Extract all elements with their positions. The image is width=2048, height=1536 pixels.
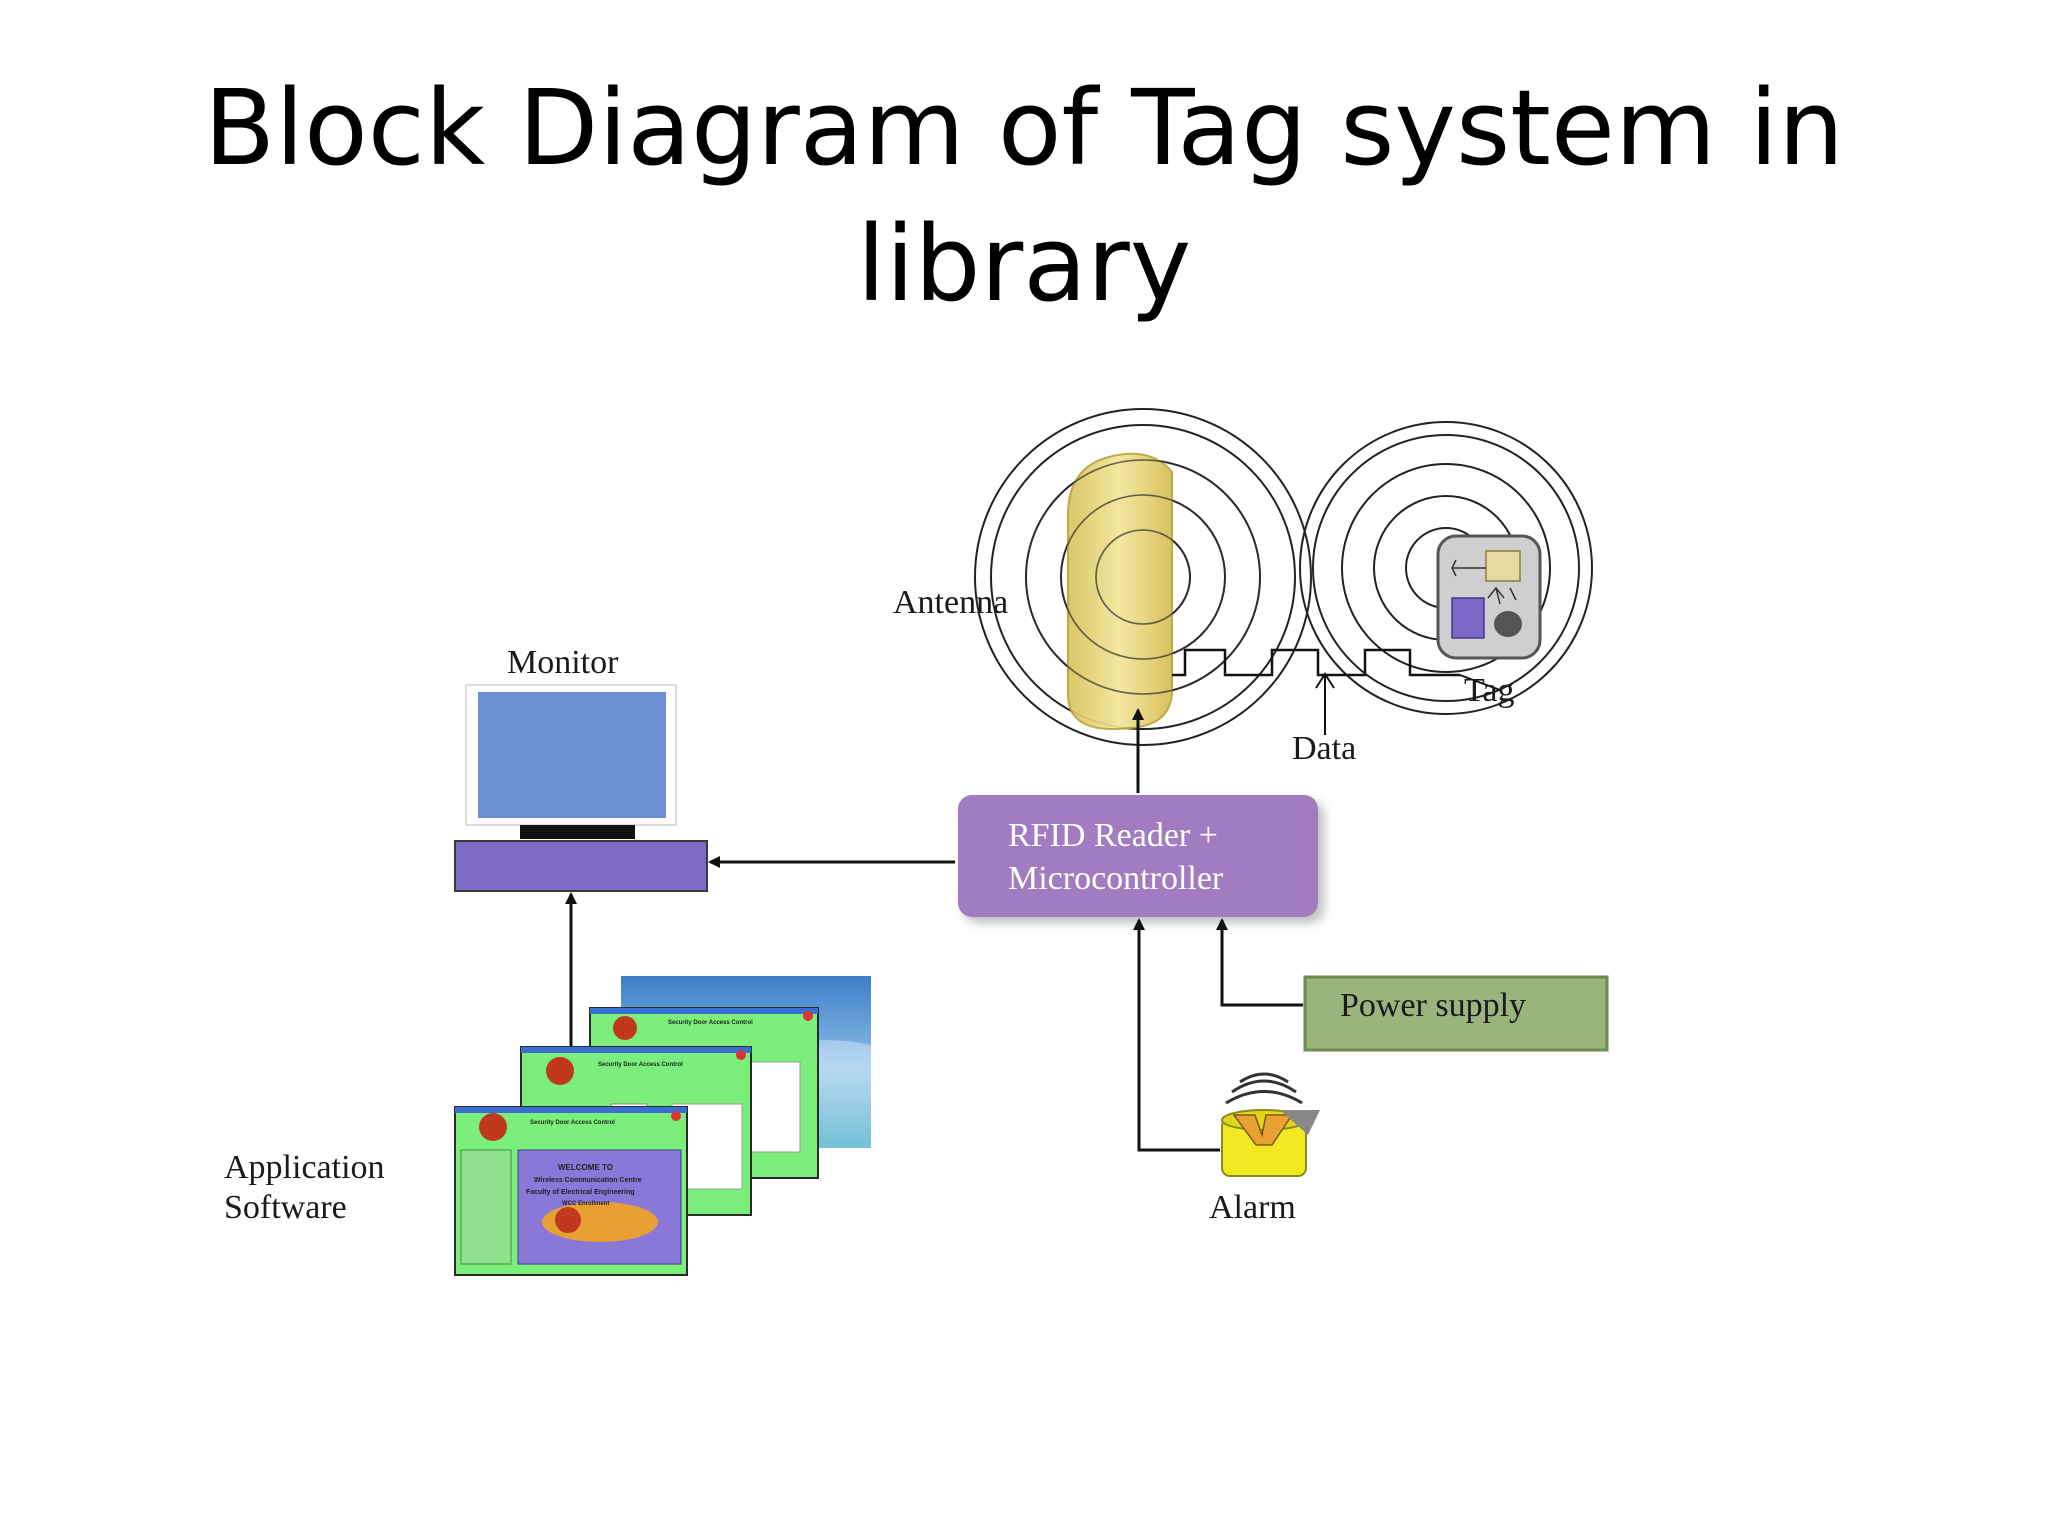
- software-window-2-header: Security Door Access Control: [598, 1062, 683, 1068]
- title-line-1: Block Diagram of Tag system in: [203, 67, 1845, 189]
- power-supply-box: [1303, 975, 1609, 1052]
- alarm-icon: [1221, 1072, 1320, 1177]
- antenna-label: Antenna: [893, 584, 1008, 621]
- title-line-2: library: [856, 203, 1192, 325]
- rfid-reader-label-1: RFID Reader +: [1008, 817, 1218, 854]
- rfid-reader-label-2: Microcontroller: [1008, 860, 1224, 897]
- rfid-tag-icon: [1436, 534, 1542, 660]
- connection-arrows: [565, 708, 1303, 1152]
- antenna-icon: [1067, 452, 1173, 730]
- application-software-label-2: Software: [224, 1189, 347, 1226]
- software-window-1-header: Security Door Access Control: [530, 1120, 615, 1126]
- welcome-line-4: WCC Enrollment: [562, 1201, 609, 1207]
- alarm-label: Alarm: [1209, 1189, 1296, 1226]
- monitor-label: Monitor: [507, 644, 619, 681]
- application-software-icon: Security Door Access Control Security Do…: [454, 976, 871, 1276]
- tag-pointer: [1459, 674, 1501, 691]
- slide-title: Block Diagram of Tag system in library: [0, 60, 2048, 332]
- arrow-power-to-reader: [1216, 918, 1303, 1007]
- monitor-icon: [454, 684, 708, 892]
- power-supply-label: Power supply: [1340, 987, 1526, 1024]
- software-window-1: [454, 1106, 688, 1276]
- data-label: Data: [1292, 730, 1356, 767]
- welcome-line-1: WELCOME TO: [558, 1163, 613, 1172]
- rfid-reader-box: [958, 795, 1318, 917]
- arrow-alarm-to-reader: [1133, 918, 1220, 1152]
- antenna-field-overlay: [1025, 459, 1261, 695]
- software-window-3-header: Security Door Access Control: [668, 1020, 753, 1026]
- data-waveform: [1172, 648, 1460, 677]
- welcome-line-3: Faculty of Electrical Engineering: [526, 1189, 635, 1196]
- application-software-label-1: Application: [224, 1149, 385, 1186]
- welcome-line-2: Wireless Communication Centre: [534, 1177, 642, 1184]
- tag-label: Tag: [1464, 672, 1515, 709]
- data-pointer-tip: [1315, 672, 1335, 689]
